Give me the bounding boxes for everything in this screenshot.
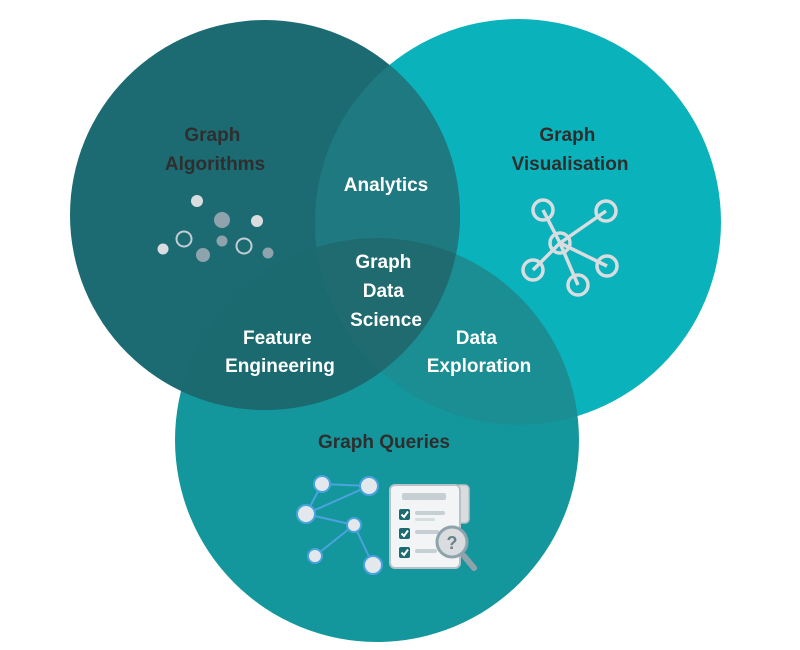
connected-nodes-icon bbox=[296, 475, 383, 575]
graph-data-science-line3: Science bbox=[350, 310, 422, 331]
graph-visualisation-line2: Visualisation bbox=[512, 154, 629, 175]
scattered-dots-icon bbox=[157, 195, 274, 262]
graph-data-science-line2: Data bbox=[363, 281, 405, 302]
visualisation-queries-overlap bbox=[315, 238, 579, 425]
svg-text:?: ? bbox=[447, 533, 458, 553]
checklist-document-magnifier-icon: ? bbox=[389, 484, 477, 571]
graph-algorithms-title: Graph Algorithms bbox=[165, 125, 265, 175]
graph-queries-title: Graph Queries bbox=[318, 432, 450, 453]
data-exploration-line1: Data bbox=[456, 328, 498, 349]
feature-engineering-line1: Feature bbox=[243, 328, 312, 349]
data-exploration-line2: Exploration bbox=[427, 356, 532, 377]
feature-engineering-line2: Engineering bbox=[225, 356, 335, 377]
graph-algorithms-line1: Graph bbox=[184, 125, 240, 146]
network-graph-icon bbox=[521, 198, 619, 297]
feature-engineering-label: Feature Engineering bbox=[225, 328, 335, 377]
graph-visualisation-line1: Graph bbox=[539, 125, 595, 146]
graph-algorithms-line2: Algorithms bbox=[165, 154, 265, 175]
data-exploration-label: Data Exploration bbox=[427, 328, 532, 377]
analytics-label: Analytics bbox=[344, 175, 428, 196]
graph-visualisation-title: Graph Visualisation bbox=[512, 125, 629, 175]
graph-data-science-line1: Graph bbox=[355, 252, 411, 273]
graph-data-science-label: Graph Data Science bbox=[350, 252, 422, 331]
algorithms-queries-overlap bbox=[175, 238, 460, 410]
